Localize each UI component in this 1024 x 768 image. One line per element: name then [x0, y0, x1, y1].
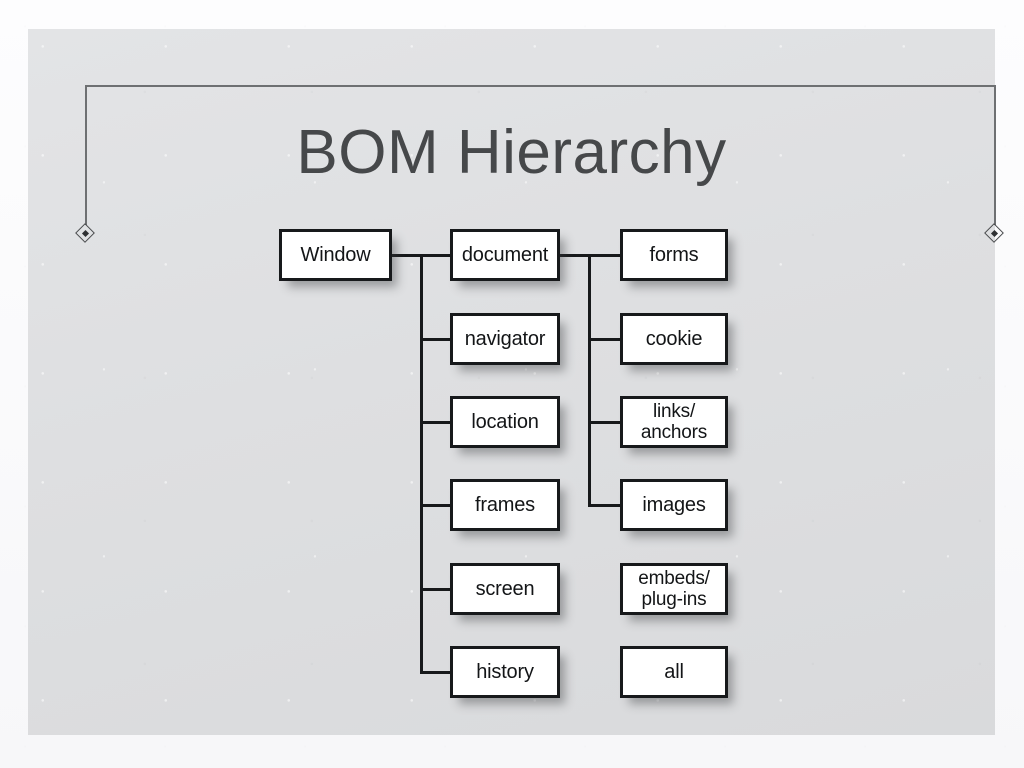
node-location[interactable]: location — [450, 396, 560, 448]
bom-hierarchy-diagram: Window document navigator location frames scr… — [28, 29, 995, 735]
node-forms[interactable]: forms — [620, 229, 728, 281]
node-frames[interactable]: frames — [450, 479, 560, 531]
node-label: document — [461, 243, 549, 266]
node-label: cookie — [645, 327, 703, 350]
node-navigator[interactable]: navigator — [450, 313, 560, 365]
slide-title: BOM Hierarchy — [296, 118, 727, 187]
node-label: screen — [475, 577, 535, 600]
connector-to-navigator — [420, 338, 451, 341]
node-window[interactable]: Window — [279, 229, 392, 281]
node-label: navigator — [464, 327, 546, 350]
connector-to-images — [588, 504, 621, 507]
node-cookie[interactable]: cookie — [620, 313, 728, 365]
node-document[interactable]: document — [450, 229, 560, 281]
node-screen[interactable]: screen — [450, 563, 560, 615]
node-label: links/ anchors — [640, 400, 708, 443]
connector-to-location — [420, 421, 451, 424]
node-label: forms — [649, 243, 699, 266]
connector-document-spine — [588, 254, 591, 506]
decorative-rule-right — [994, 85, 996, 225]
connector-document-stub — [560, 254, 591, 257]
connector-to-frames — [420, 504, 451, 507]
node-embeds[interactable]: embeds/ plug-ins — [620, 563, 728, 615]
node-all[interactable]: all — [620, 646, 728, 698]
connector-to-cookie — [588, 338, 621, 341]
connector-to-screen — [420, 588, 451, 591]
node-label: images — [642, 493, 706, 516]
node-history[interactable]: history — [450, 646, 560, 698]
node-label: frames — [475, 493, 535, 516]
connector-window-stub — [392, 254, 423, 257]
connector-to-document — [420, 254, 451, 257]
decorative-rule-left — [85, 85, 87, 225]
node-label: history — [476, 660, 534, 683]
connector-to-links — [588, 421, 621, 424]
node-links[interactable]: links/ anchors — [620, 396, 728, 448]
connector-to-forms — [588, 254, 621, 257]
node-label: embeds/ plug-ins — [638, 567, 710, 610]
node-images[interactable]: images — [620, 479, 728, 531]
decorative-rule-top — [85, 85, 996, 87]
connector-window-spine — [420, 254, 423, 673]
node-label: Window — [300, 243, 371, 266]
node-label: all — [664, 660, 684, 683]
node-label: location — [471, 410, 539, 433]
slide-surface: BOM Hierarchy Window document navigator loc… — [28, 29, 1004, 735]
connector-to-history — [420, 671, 451, 674]
